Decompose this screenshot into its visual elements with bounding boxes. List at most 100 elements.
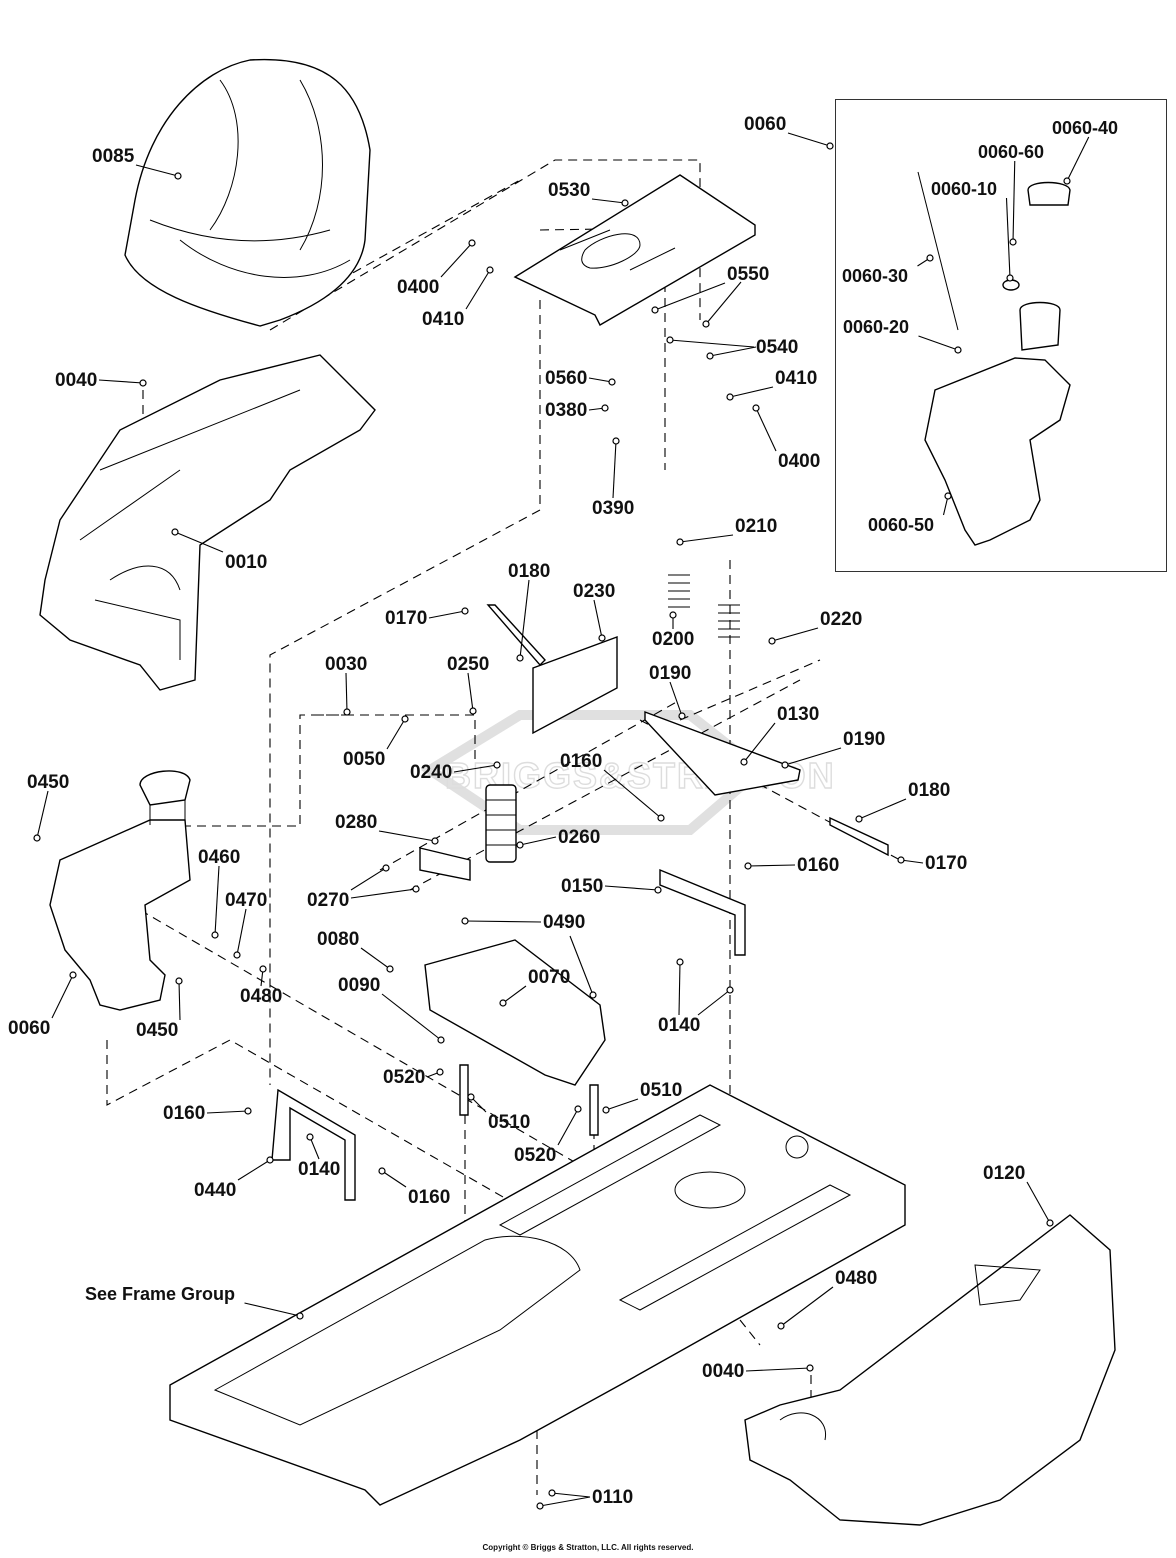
vapor-canister-part [485, 784, 517, 863]
part-number-label-0560[interactable]: 0560 [545, 368, 587, 389]
part-number-label-0040a[interactable]: 0040 [55, 370, 97, 391]
part-number-label-0140a[interactable]: 0140 [658, 1015, 700, 1036]
hardware-part-0085 [174, 172, 182, 180]
hardware-part-0170a [461, 607, 469, 615]
hardware-part-0510a [467, 1093, 475, 1101]
part-number-label-0490[interactable]: 0490 [543, 912, 585, 933]
part-number-label-0160c[interactable]: 0160 [163, 1103, 205, 1124]
leader-line-0510b [605, 1098, 639, 1111]
leader-line-0030 [345, 672, 348, 713]
part-number-label-frame[interactable]: See Frame Group [85, 1284, 235, 1304]
part-number-label-0200[interactable]: 0200 [652, 629, 694, 650]
part-number-label-0540[interactable]: 0540 [756, 337, 798, 358]
part-number-label-0450b[interactable]: 0450 [136, 1020, 178, 1041]
leader-line-0060 [51, 974, 74, 1019]
part-number-label-0090[interactable]: 0090 [338, 975, 380, 996]
part-number-label-0010[interactable]: 0010 [225, 552, 267, 573]
part-number-label-0400b[interactable]: 0400 [778, 451, 820, 472]
part-number-label-0230[interactable]: 0230 [573, 581, 615, 602]
part-number-label-0450a[interactable]: 0450 [27, 772, 69, 793]
hardware-part-0160c [244, 1107, 252, 1115]
part-number-label-0460[interactable]: 0460 [198, 847, 240, 868]
part-number-label-0060[interactable]: 0060 [8, 1018, 50, 1039]
part-number-label-0220[interactable]: 0220 [820, 609, 862, 630]
part-number-label-0060-40[interactable]: 0060-40 [1052, 118, 1118, 138]
part-number-label-0190a[interactable]: 0190 [649, 663, 691, 684]
part-number-label-0160d[interactable]: 0160 [408, 1187, 450, 1208]
part-number-label-0400a[interactable]: 0400 [397, 277, 439, 298]
part-number-label-0160a[interactable]: 0160 [560, 751, 602, 772]
part-number-label-0550[interactable]: 0550 [727, 264, 769, 285]
leader-line-0410a [465, 269, 491, 310]
part-number-label-0480a[interactable]: 0480 [240, 986, 282, 1007]
inset-fuel-tank-part [917, 171, 1071, 546]
part-number-label-0050[interactable]: 0050 [343, 749, 385, 770]
leader-line-0070 [502, 985, 527, 1004]
part-number-label-0140b[interactable]: 0140 [298, 1159, 340, 1180]
hardware-part-0400b [752, 404, 760, 412]
hardware-part-0030 [343, 708, 351, 716]
hardware-part-0220 [768, 637, 776, 645]
part-number-label-0480b[interactable]: 0480 [835, 1268, 877, 1289]
part-number-label-0210[interactable]: 0210 [735, 516, 777, 537]
part-number-label-0380[interactable]: 0380 [545, 400, 587, 421]
part-number-label-0440[interactable]: 0440 [194, 1180, 236, 1201]
hardware-part-0080 [386, 965, 394, 973]
hardware-part-0550 [651, 306, 659, 314]
part-number-label-0110[interactable]: 0110 [592, 1487, 633, 1508]
hardware-part-0520b [574, 1105, 582, 1113]
hardware-part-0520a [436, 1068, 444, 1076]
hardware-part-0060-50 [944, 492, 952, 500]
hardware-part-0410b [726, 393, 734, 401]
part-number-label-0060-20[interactable]: 0060-20 [843, 317, 909, 337]
part-number-label-0250[interactable]: 0250 [447, 654, 489, 675]
part-number-label-0040b[interactable]: 0040 [702, 1361, 744, 1382]
part-number-label-0130[interactable]: 0130 [777, 704, 819, 725]
part-number-label-0530[interactable]: 0530 [548, 180, 590, 201]
part-number-label-0510b[interactable]: 0510 [640, 1080, 682, 1101]
part-number-label-0180a[interactable]: 0180 [508, 561, 550, 582]
part-number-label-0080[interactable]: 0080 [317, 929, 359, 950]
left-fender-part [39, 354, 376, 691]
part-number-label-0280[interactable]: 0280 [335, 812, 377, 833]
hardware-part-0470 [233, 951, 241, 959]
part-number-label-0520a[interactable]: 0520 [383, 1067, 425, 1088]
part-number-label-0410a[interactable]: 0410 [422, 309, 464, 330]
hardware-part-0190a [678, 712, 686, 720]
leader-line-0060-40 [1066, 136, 1090, 182]
leader-line-0130 [743, 722, 776, 763]
part-number-label-0085[interactable]: 0085 [92, 146, 135, 167]
part-number-label-0070[interactable]: 0070 [528, 967, 570, 988]
part-number-label-0060-30[interactable]: 0060-30 [842, 266, 908, 286]
part-number-label-0150[interactable]: 0150 [561, 876, 603, 897]
part-number-label-0260[interactable]: 0260 [558, 827, 600, 848]
hardware-part-0140a2 [726, 986, 734, 994]
part-number-label-0510a[interactable]: 0510 [488, 1112, 530, 1133]
part-number-label-0170b[interactable]: 0170 [925, 853, 967, 874]
part-number-label-0520b[interactable]: 0520 [514, 1145, 556, 1166]
part-number-label-0060-50[interactable]: 0060-50 [868, 515, 934, 535]
part-number-label-0180b[interactable]: 0180 [908, 780, 950, 801]
part-number-label-0270[interactable]: 0270 [307, 890, 349, 911]
part-number-label-0240[interactable]: 0240 [410, 762, 452, 783]
leader-line-0190b [784, 747, 842, 766]
part-number-label-0060-10[interactable]: 0060-10 [931, 179, 997, 199]
part-number-label-0030[interactable]: 0030 [325, 654, 367, 675]
part-number-label-0120[interactable]: 0120 [983, 1163, 1025, 1184]
part-number-label-0170a[interactable]: 0170 [385, 608, 427, 629]
part-number-label-0470[interactable]: 0470 [225, 890, 267, 911]
right-fender-part [744, 1214, 1116, 1526]
part-number-label-0160b[interactable]: 0160 [797, 855, 839, 876]
part-number-label-0410b[interactable]: 0410 [775, 368, 817, 389]
leader-line-0490b [569, 935, 594, 996]
hardware-part-0540b [706, 352, 714, 360]
part-number-label-0190b[interactable]: 0190 [843, 729, 885, 750]
part-number-label-0060[interactable]: 0060 [744, 114, 786, 135]
part-number-label-0060-60[interactable]: 0060-60 [978, 142, 1044, 162]
part-number-label-0390[interactable]: 0390 [592, 498, 634, 519]
leader-line-0540b [709, 346, 757, 357]
hardware-part-0260 [516, 841, 524, 849]
hardware-part-0200 [669, 611, 677, 619]
